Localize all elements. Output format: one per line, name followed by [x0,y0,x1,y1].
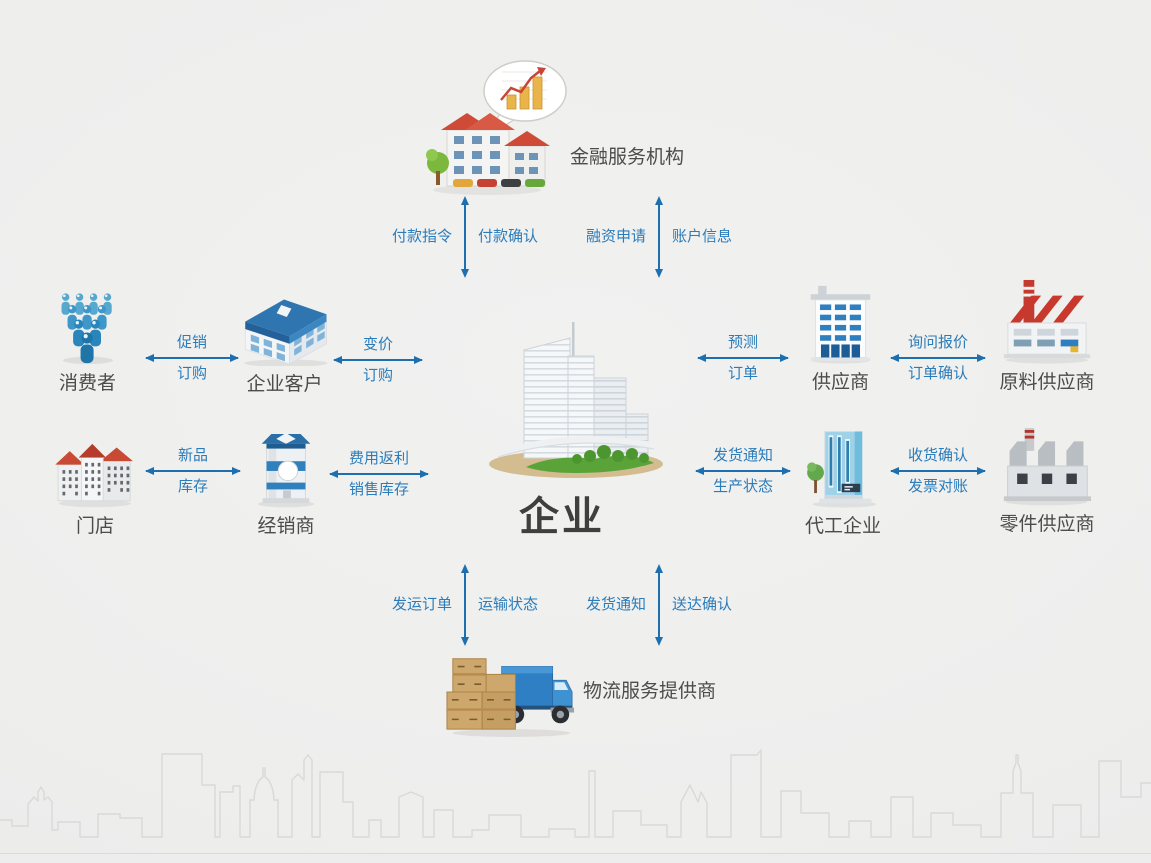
link-label: 送达确认 [672,596,733,613]
link-financing: 融资申请 账户信息 [582,196,736,278]
enterprise-customers-label: 企业客户 [246,374,323,395]
gray-factory-icon [1003,428,1092,506]
link-promotion: 促销 订购 [145,334,239,383]
people-group-icon [61,293,113,365]
supplier-label: 供应商 [811,372,869,393]
node-raw-material-supplier: 原料供应商 [978,278,1116,394]
bank-building-with-chart-bubble-icon [426,60,567,195]
double-arrow-vertical-icon [654,564,663,646]
link-label: 付款确认 [478,228,539,245]
distributor-label: 经销商 [257,516,315,537]
link-label: 账户信息 [672,228,733,245]
node-distributor: 经销商 [230,430,342,538]
link-label: 融资申请 [585,228,646,245]
truck-with-boxes-icon [446,658,575,737]
parts-supplier-label: 零件供应商 [999,514,1095,535]
cargo-boxes-icon [446,658,516,730]
link-label: 订单确认 [907,365,968,382]
double-arrow-horizontal-icon [145,466,241,475]
logistics-provider-label: 物流服务提供商 [583,681,717,702]
storefront-buildings-icon [55,443,133,508]
apartment-building-icon [244,299,328,366]
link-label: 发运订单 [391,596,452,613]
link-label: 销售库存 [348,481,409,498]
node-enterprise-customers: 企业客户 [222,292,347,396]
red-roof-factory-icon [1004,279,1090,364]
enterprise-center-label: 企业 [519,495,605,539]
double-arrow-horizontal-icon [890,466,986,475]
link-price: 变价 订购 [333,336,423,385]
city-skyline-silhouette [0,749,1151,838]
link-label: 付款指令 [391,228,452,245]
link-quote: 询问报价 订单确认 [890,334,986,383]
link-label: 发票对账 [907,478,968,495]
link-rebate: 费用返利 销售库存 [329,450,429,499]
link-label: 发货通知 [712,447,773,464]
double-arrow-horizontal-icon [333,355,423,364]
double-arrow-horizontal-icon [329,469,429,478]
node-supplier: 供应商 [788,284,893,394]
link-payment: 付款指令 付款确认 [388,196,542,278]
double-arrow-horizontal-icon [697,353,789,362]
link-delivery: 发货通知 送达确认 [582,564,736,646]
bar-chart-icon [500,67,547,110]
financial-services-label: 金融服务机构 [570,147,685,168]
link-label: 订购 [362,367,393,384]
double-arrow-vertical-icon [460,564,469,646]
link-label: 促销 [176,334,207,351]
link-transport: 发运订单 运输状态 [388,564,542,646]
link-label: 费用返利 [348,450,409,467]
tower-building-icon [257,433,315,508]
link-label: 新品 [177,447,208,464]
footer-band [0,853,1151,863]
double-arrow-horizontal-icon [890,353,986,362]
raw-material-supplier-label: 原料供应商 [999,372,1095,393]
link-label: 预测 [727,334,758,351]
link-shipment: 发货通知 生产状态 [695,447,791,496]
double-arrow-vertical-icon [654,196,663,278]
link-label: 订购 [176,365,207,382]
double-arrow-vertical-icon [460,196,469,278]
link-label: 收货确认 [907,447,968,464]
link-label: 询问报价 [907,334,968,351]
enterprise-skyscraper-icon [489,322,663,478]
link-label: 运输状态 [478,596,539,613]
link-label: 生产状态 [712,478,773,495]
node-oem-enterprise: 代工企业 [788,426,898,538]
link-receipt: 收货确认 发票对账 [890,447,986,496]
node-consumers: 消费者 [35,286,140,395]
blue-highrise-icon [806,431,876,508]
double-arrow-horizontal-icon [695,466,791,475]
link-label: 订单 [727,365,758,382]
node-stores: 门店 [40,434,150,538]
oem-enterprise-label: 代工企业 [804,516,881,537]
link-label: 库存 [177,478,208,495]
link-new-product: 新品 库存 [145,447,241,496]
stores-label: 门店 [75,516,114,537]
node-parts-supplier: 零件供应商 [978,426,1116,536]
double-arrow-horizontal-icon [145,353,239,362]
link-label: 发货通知 [585,596,646,613]
office-building-icon [810,285,871,364]
link-forecast: 预测 订单 [697,334,789,383]
link-label: 变价 [362,336,393,353]
consumers-label: 消费者 [58,373,116,394]
